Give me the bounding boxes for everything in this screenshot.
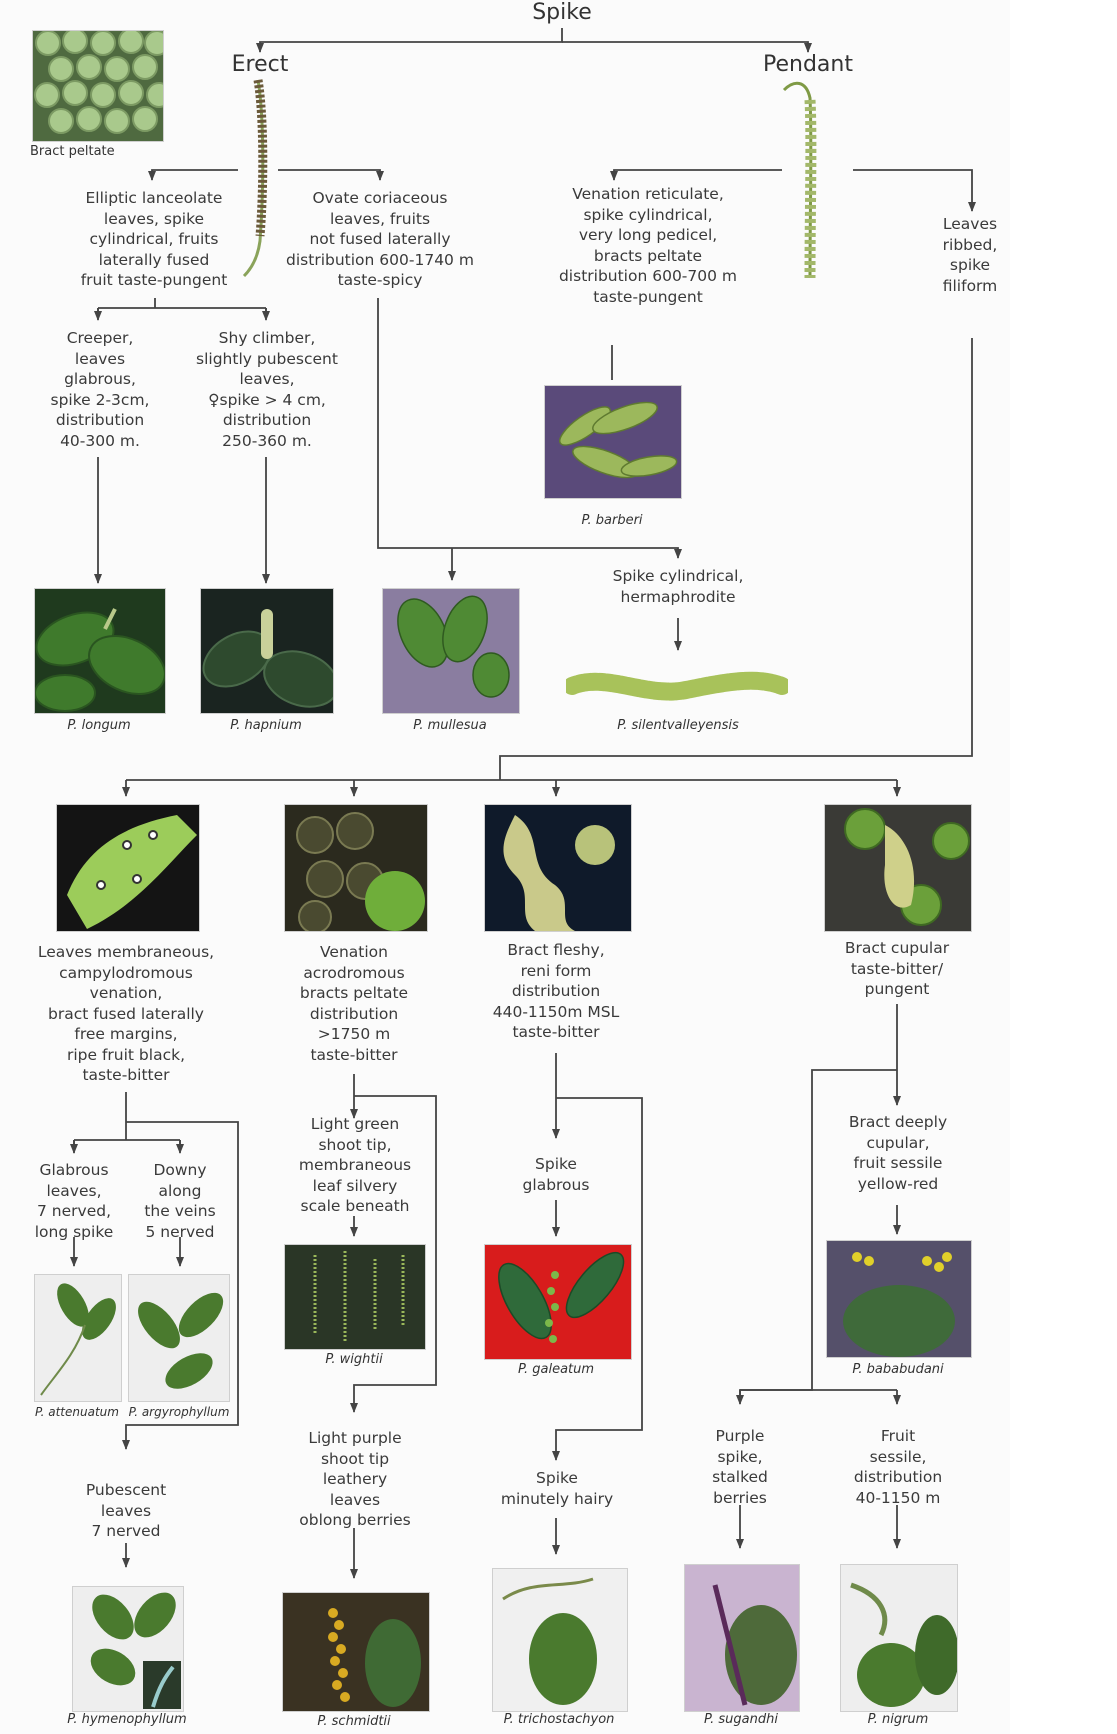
barberi-photo — [544, 385, 682, 499]
nigrum-caption: P. nigrum — [846, 1712, 950, 1728]
galeatum-caption: P. galeatum — [500, 1362, 612, 1378]
bract-peltate-caption: Bract peltate — [30, 144, 115, 160]
sugandhi-photo — [684, 1564, 800, 1712]
erect-label: Erect — [216, 52, 304, 78]
pendant-venation-text: Venation reticulate,spike cylindrical,ve… — [550, 184, 746, 307]
bract-peltate-photo — [32, 30, 164, 142]
hymenophyllum-caption: P. hymenophyllum — [60, 1712, 194, 1728]
sugandhi-caption: P. sugandhi — [690, 1712, 792, 1728]
wightii-caption: P. wightii — [300, 1352, 408, 1368]
fleshy-bract-photo — [484, 804, 632, 932]
argyrophyllum-caption: P. argyrophyllum — [126, 1404, 232, 1420]
longum-caption: P. longum — [44, 718, 154, 734]
attenuatum-caption: P. attenuatum — [30, 1404, 124, 1420]
hapnium-caption: P. hapnium — [210, 718, 322, 734]
longum-photo — [34, 588, 166, 714]
trichostachyon-caption: P. trichostachyon — [490, 1712, 628, 1728]
argyrophyllum-photo — [128, 1274, 230, 1402]
membraneous-bract-photo — [56, 804, 200, 932]
barberi-caption: P. barberi — [564, 513, 660, 529]
root-label: Spike — [520, 0, 604, 26]
pendant-spike-image — [780, 78, 840, 283]
bababudani-photo — [826, 1240, 972, 1358]
diagram-canvas: Spike Erect Pendant Bract peltate Ellipt… — [0, 0, 1010, 1734]
trichostachyon-photo — [492, 1568, 628, 1712]
hapnium-photo — [200, 588, 334, 714]
mullesua-caption: P. mullesua — [396, 718, 504, 734]
nigrum-photo — [840, 1564, 958, 1712]
galeatum-photo — [484, 1244, 632, 1360]
silentvalleyensis-spike-image — [566, 664, 788, 712]
hymenophyllum-photo — [72, 1586, 184, 1712]
bababudani-caption: P. bababudani — [830, 1362, 966, 1378]
mullesua-photo — [382, 588, 520, 714]
schmidtii-photo — [282, 1592, 430, 1712]
cupular-bract-photo — [824, 804, 972, 932]
acrodromous-bract-photo — [284, 804, 428, 932]
silentvalleyensis-caption: P. silentvalleyensis — [590, 718, 766, 734]
schmidtii-caption: P. schmidtii — [298, 1714, 410, 1730]
pendant-label: Pendant — [748, 52, 868, 78]
spike-hermaphrodite-text: Spike cylindrical,hermaphrodite — [588, 566, 768, 607]
attenuatum-photo — [34, 1274, 122, 1402]
wightii-photo — [284, 1244, 426, 1350]
